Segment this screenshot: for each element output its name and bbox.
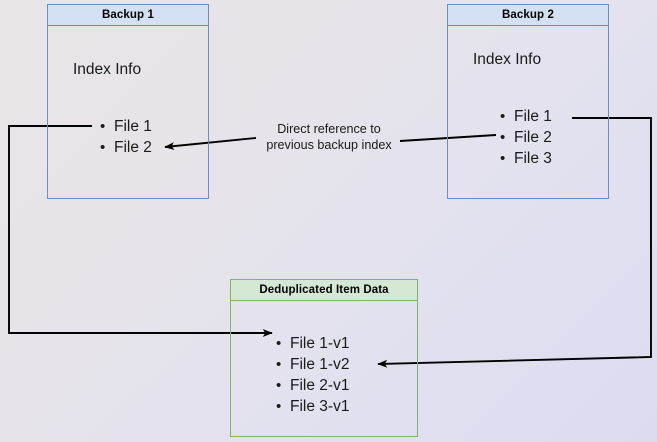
dedup-header: Deduplicated Item Data <box>230 279 418 301</box>
list-item: File 1-v2 <box>276 354 349 375</box>
direct-reference-label-line1: Direct reference to <box>277 122 381 136</box>
direct-reference-label-line2: previous backup index <box>266 137 392 152</box>
list-item: File 2-v1 <box>276 375 349 396</box>
dedup-header-label: Deduplicated Item Data <box>259 284 389 296</box>
backup2-file-list: File 1 File 2 File 3 <box>500 106 552 169</box>
backup1-box <box>47 4 209 199</box>
backup1-file-list: File 1 File 2 <box>100 116 152 158</box>
list-item: File 1-v1 <box>276 333 349 354</box>
backup2-box <box>447 4 609 199</box>
list-item: File 2 <box>100 137 152 158</box>
backup1-index-info: Index Info <box>73 61 142 78</box>
direct-reference-label: Direct reference to previous backup inde… <box>249 122 409 153</box>
list-item: File 3 <box>500 148 552 169</box>
backup2-header: Backup 2 <box>447 4 609 26</box>
dedup-file-list: File 1-v1 File 1-v2 File 2-v1 File 3-v1 <box>276 333 349 417</box>
backup2-header-label: Backup 2 <box>502 9 554 21</box>
list-item: File 1 <box>100 116 152 137</box>
list-item: File 2 <box>500 127 552 148</box>
list-item: File 1 <box>500 106 552 127</box>
backup1-header-label: Backup 1 <box>102 9 154 21</box>
backup1-header: Backup 1 <box>47 4 209 26</box>
list-item: File 3-v1 <box>276 396 349 417</box>
backup2-index-info: Index Info <box>473 51 542 68</box>
